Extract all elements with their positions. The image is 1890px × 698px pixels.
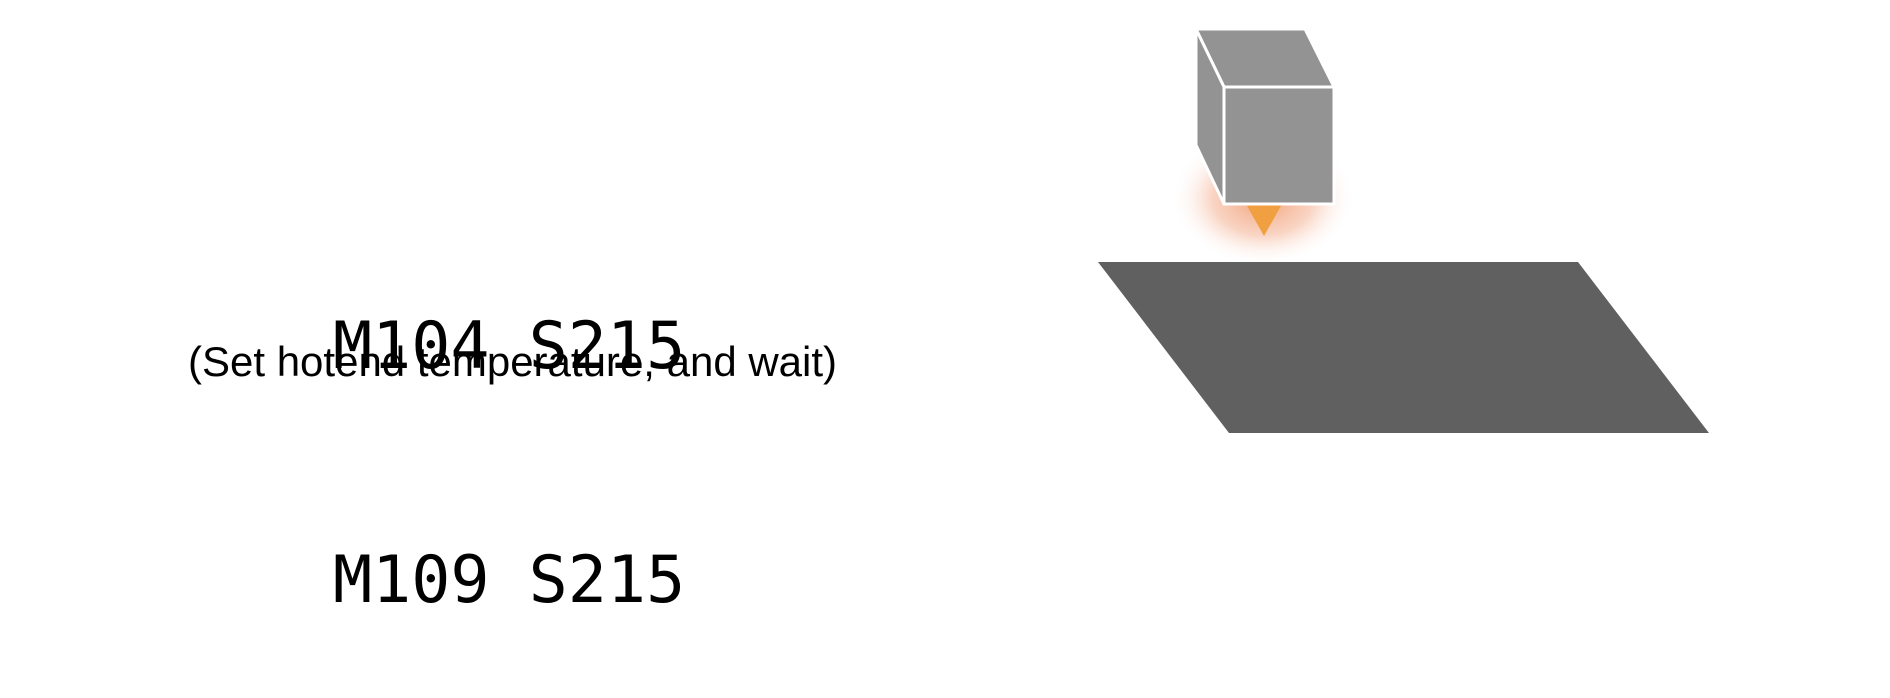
caption-text: (Set hotend temperature, and wait) [188,338,838,385]
printer-illustration [1098,27,1709,433]
print-bed-icon [1098,262,1709,433]
gcode-line-m109: M109 S215 [333,543,686,618]
printer-hotend-icon [1194,27,1336,206]
gcode-line-m104: M104 S215 [333,309,686,384]
nozzle-icon [1246,204,1282,236]
